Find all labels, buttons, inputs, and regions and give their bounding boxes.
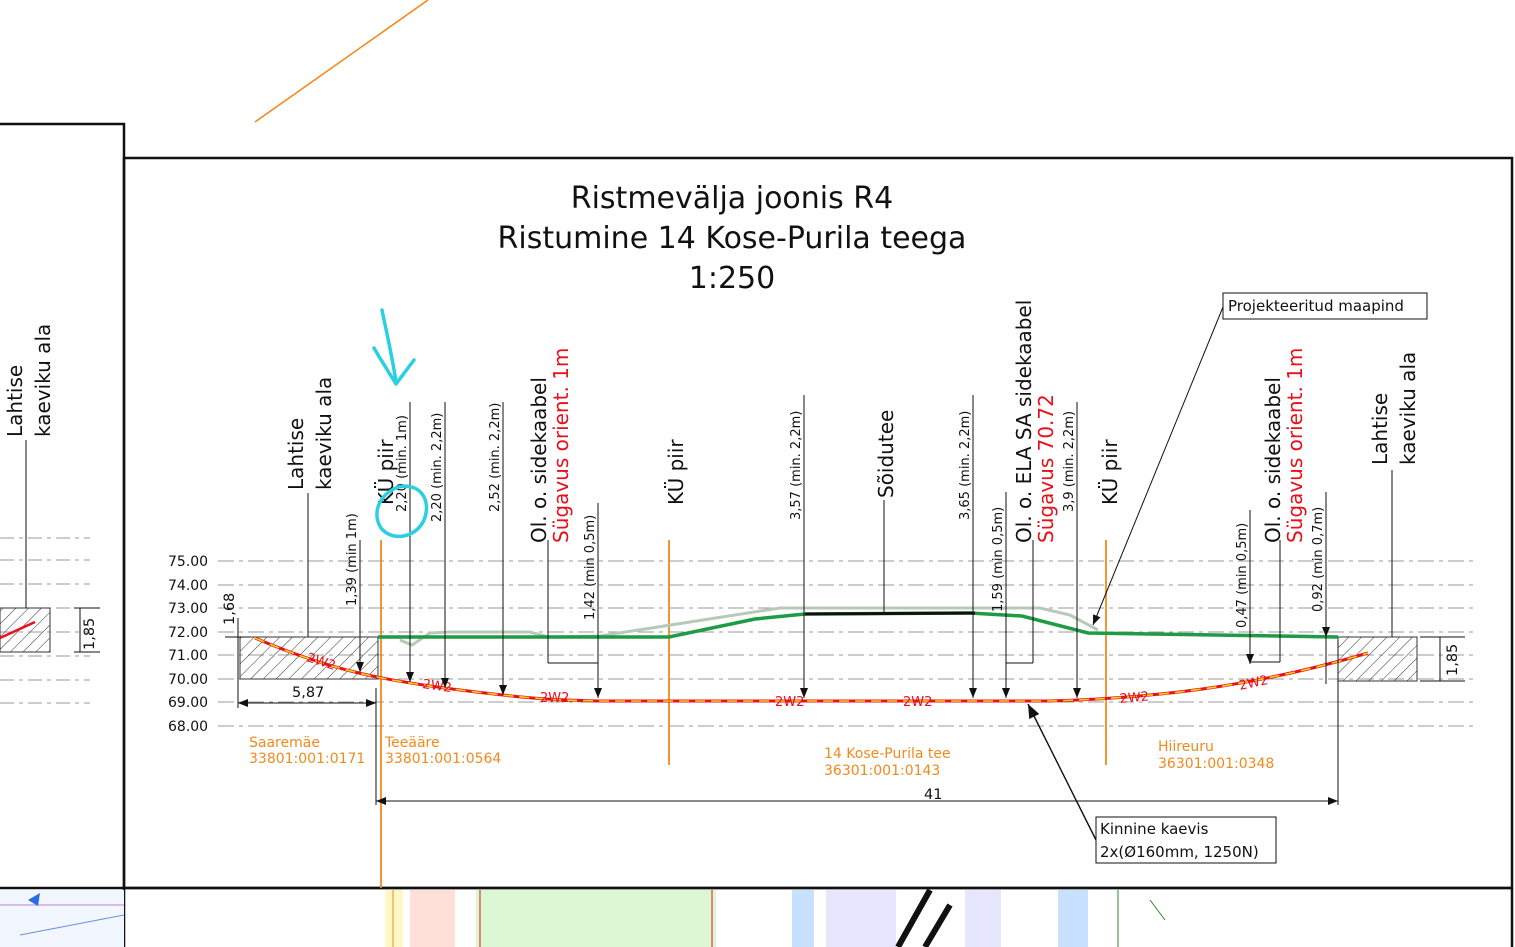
dim-41: 41 xyxy=(924,787,942,803)
title-line-2: Ristumine 14 Kose-Purila teega xyxy=(498,221,967,256)
dim-142: 1,42 (min 0,5m) xyxy=(583,515,598,620)
cable-left-depth: Sügavus orient. 1m xyxy=(549,348,573,543)
elevation-label: 72.00 xyxy=(168,625,208,641)
cable-path-yellow-dash xyxy=(254,637,1369,702)
left-trench-label-2: kaeviku ala xyxy=(312,377,336,490)
title-scale: 1:250 xyxy=(689,261,775,296)
orange-diagonal-line xyxy=(254,0,429,123)
parcel-code: 36301:001:0143 xyxy=(824,763,940,779)
cable-right-depth: Sügavus orient. 1m xyxy=(1283,348,1307,543)
parcel-labels: Saaremäe 33801:001:0171 Teeääre 33801:00… xyxy=(249,735,1274,779)
annotation-arrow xyxy=(372,308,416,386)
dim-168: 1,68 xyxy=(222,593,238,625)
drawing-frames xyxy=(0,122,1514,947)
drilling-label-2: 2x(Ø160mm, 1250N) xyxy=(1100,843,1259,861)
left-outer-dim-185: 1,85 xyxy=(82,618,98,650)
cadastral-boundaries xyxy=(380,540,1107,888)
left-trench-label-1: Lahtise xyxy=(284,418,308,490)
dim-39: 3,9 (min. 2,2m) xyxy=(1062,411,1077,512)
cyan-annotation xyxy=(372,308,429,539)
left-partial-drawing: 1,85 Lahtise kaeviku ala xyxy=(0,324,100,704)
elevation-label: 75.00 xyxy=(168,554,208,570)
right-trench-label-2: kaeviku ala xyxy=(1396,352,1420,465)
annotation-circle xyxy=(375,484,429,539)
cable-ela-depth: Sügavus 70.72 xyxy=(1034,394,1058,543)
dimension-lines xyxy=(225,395,1465,805)
elevation-label: 68.00 xyxy=(168,719,208,735)
dim-047: 0,47 (min 0,5m) xyxy=(1235,523,1250,628)
road-surface-line xyxy=(804,611,976,616)
dim-185-right: 1,85 xyxy=(1445,644,1461,676)
dim-159: 1,59 (min 0,5m) xyxy=(991,507,1006,612)
elevation-label: 70.00 xyxy=(168,672,208,688)
dim-365: 3,65 (min. 2,2m) xyxy=(958,411,973,520)
dim-252: 2,52 (min. 2,2m) xyxy=(488,403,503,512)
elevation-label: 69.00 xyxy=(168,695,208,711)
parcel-name: Teeääre xyxy=(384,735,440,751)
parcel-name: Saaremäe xyxy=(249,735,320,751)
callout-projected-ground: Projekteeritud maapind xyxy=(1092,292,1428,626)
cable-code: 2W2 xyxy=(775,695,804,710)
title-line-1: Ristmevälja joonis R4 xyxy=(571,181,893,216)
dim-357: 3,57 (min. 2,2m) xyxy=(789,411,804,520)
cable-left-label: Ol. o. sidekaabel xyxy=(527,377,551,543)
drawing-title: Ristmevälja joonis R4 Ristumine 14 Kose-… xyxy=(498,181,967,296)
cable-code: 2W2 xyxy=(1119,689,1150,707)
dimension-texts: 1,68 5,87 1,39 (min 1m) 2,20 (min. 1m) 2… xyxy=(222,403,1461,803)
ku-piir-label-2: KÜ piir xyxy=(664,439,688,505)
callout-closed-drilling: Kinnine kaevis 2x(Ø160mm, 1250N) xyxy=(1027,703,1277,864)
drilling-label-1: Kinnine kaevis xyxy=(1100,820,1209,838)
cable-ela-label: Ol. o. ELA SA sidekaabel xyxy=(1012,300,1036,543)
ku-piir-label-3: KÜ piir xyxy=(1098,439,1122,505)
cable-code: 2W2 xyxy=(421,677,452,696)
cable-code: 2W2 xyxy=(540,691,569,706)
right-trench-label-1: Lahtise xyxy=(1368,393,1392,465)
dim-220-min22: 2,20 (min. 2,2m) xyxy=(430,413,445,522)
soidutee-label: Sõidutee xyxy=(874,410,898,498)
dim-139: 1,39 (min 1m) xyxy=(345,513,360,606)
cable-codes: 2W2 2W2 2W2 2W2 2W2 2W2 2W2 xyxy=(305,651,1270,710)
parcel-code: 33801:001:0564 xyxy=(385,751,501,767)
elevation-label: 73.00 xyxy=(168,601,208,617)
elevation-labels: 75.00 74.00 73.00 72.00 71.00 70.00 69.0… xyxy=(168,554,208,735)
elevation-label: 71.00 xyxy=(168,648,208,664)
parcel-name: 14 Kose-Purila tee xyxy=(824,746,951,762)
cable-code: 2W2 xyxy=(1238,673,1270,694)
parcel-name: Hiireuru xyxy=(1158,739,1214,755)
dim-587: 5,87 xyxy=(292,685,324,701)
dim-220-min1: 2,20 (min. 1m) xyxy=(395,415,410,512)
left-outer-trench-label-1: Lahtise xyxy=(3,365,27,437)
parcel-code: 33801:001:0171 xyxy=(249,751,365,767)
parcel-code: 36301:001:0348 xyxy=(1158,756,1274,772)
vertical-labels: Lahtise kaeviku ala KÜ piir Ol. o. sidek… xyxy=(284,300,1420,543)
left-outer-trench-label-2: kaeviku ala xyxy=(31,324,55,437)
cable-right-label: Ol. o. sidekaabel xyxy=(1261,377,1285,543)
elevation-label: 74.00 xyxy=(168,578,208,594)
projected-ground-label: Projekteeritud maapind xyxy=(1228,297,1404,315)
bottom-plan-strip xyxy=(0,888,1166,947)
cable-code: 2W2 xyxy=(903,695,932,710)
dim-092: 0,92 (min 0,7m) xyxy=(1311,507,1326,612)
